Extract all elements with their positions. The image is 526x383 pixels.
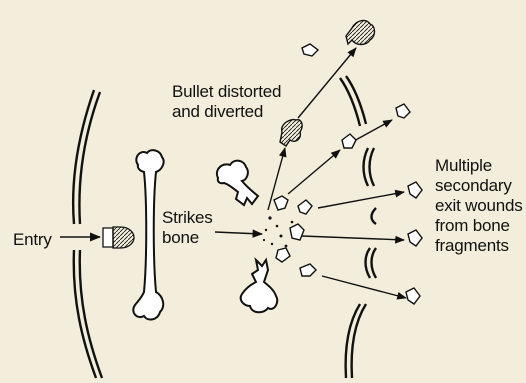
bullet-icon bbox=[103, 227, 134, 248]
trajectory-1 bbox=[288, 150, 340, 194]
bullet-distorted-label: Bullet distorted and diverted bbox=[172, 82, 281, 122]
trajectory-2 bbox=[318, 192, 404, 208]
fragment-trajectories bbox=[268, 48, 406, 298]
strikes-bone-label: Strikes bone bbox=[162, 208, 213, 248]
long-bone-icon bbox=[133, 150, 163, 319]
bone-fragment-icon bbox=[274, 44, 422, 304]
trajectory-upper-right bbox=[298, 48, 356, 118]
shattered-bone-lower-icon bbox=[241, 260, 278, 312]
trajectory-3 bbox=[302, 236, 404, 240]
exit-skin-line bbox=[340, 76, 376, 378]
shattered-bone-upper-icon bbox=[217, 161, 258, 205]
entry-label: Entry bbox=[13, 230, 52, 250]
trajectory-4 bbox=[322, 276, 406, 298]
entry-skin-line bbox=[73, 90, 102, 378]
multiple-exit-wounds-label: Multiple secondary exit wounds from bone… bbox=[435, 156, 523, 256]
bone-debris bbox=[263, 216, 293, 247]
strikes-bone-arrow bbox=[215, 232, 262, 234]
trajectory-1b bbox=[352, 120, 392, 142]
